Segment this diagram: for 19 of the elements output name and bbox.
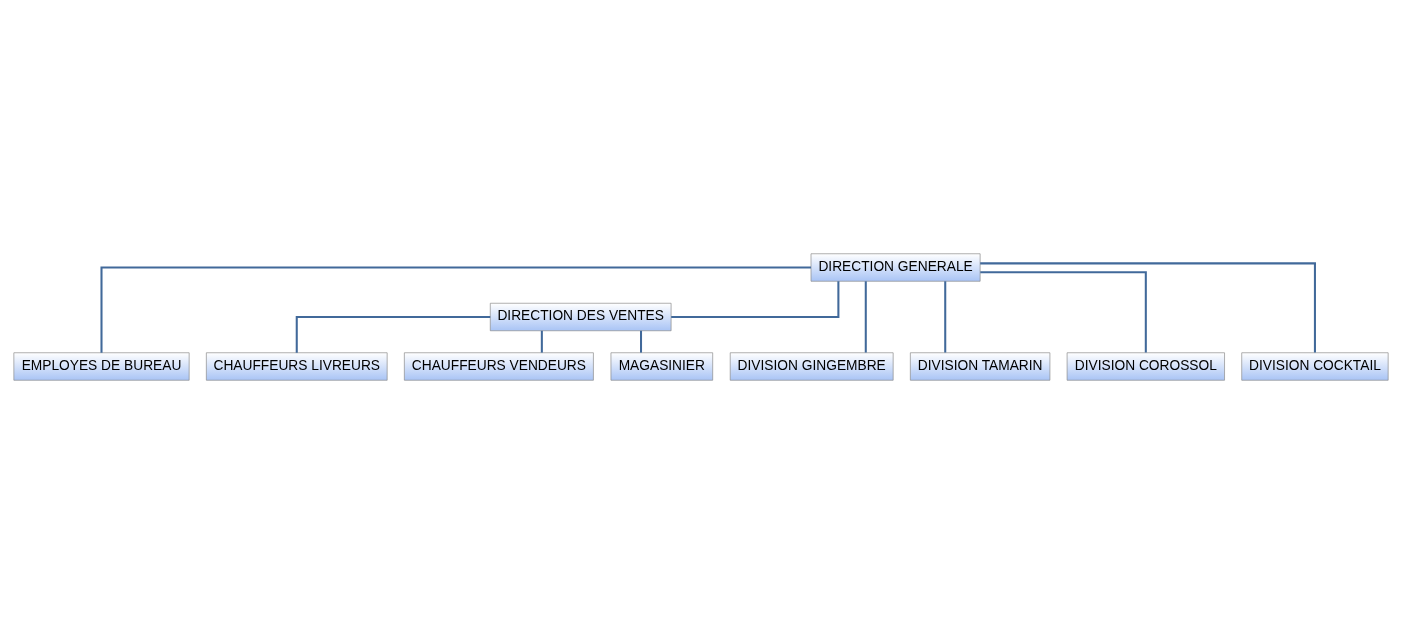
node-box: DIRECTION GENERALE: [810, 253, 981, 282]
connector: [640, 330, 643, 353]
node-box: DIVISION COROSSOL: [1066, 352, 1225, 381]
connector: [540, 330, 543, 353]
node-box: DIVISION GINGEMBRE: [729, 352, 894, 381]
node-box: DIVISION TAMARIN: [910, 352, 1051, 381]
node-box: DIVISION COCKTAIL: [1241, 352, 1389, 381]
node-box: CHAUFFEURS LIVREURS: [206, 352, 388, 381]
connector: [864, 281, 867, 353]
connector: [980, 271, 1147, 353]
node-box: EMPLOYES DE BUREAU: [13, 352, 190, 381]
connector: [295, 315, 491, 353]
connector: [944, 281, 947, 353]
connector: [980, 262, 1316, 353]
connector: [671, 281, 840, 319]
node-box: DIRECTION DES VENTES: [489, 302, 672, 332]
node-box: MAGASINIER: [610, 352, 714, 381]
connector: [100, 266, 811, 353]
node-box: CHAUFFEURS VENDEURS: [404, 352, 594, 381]
